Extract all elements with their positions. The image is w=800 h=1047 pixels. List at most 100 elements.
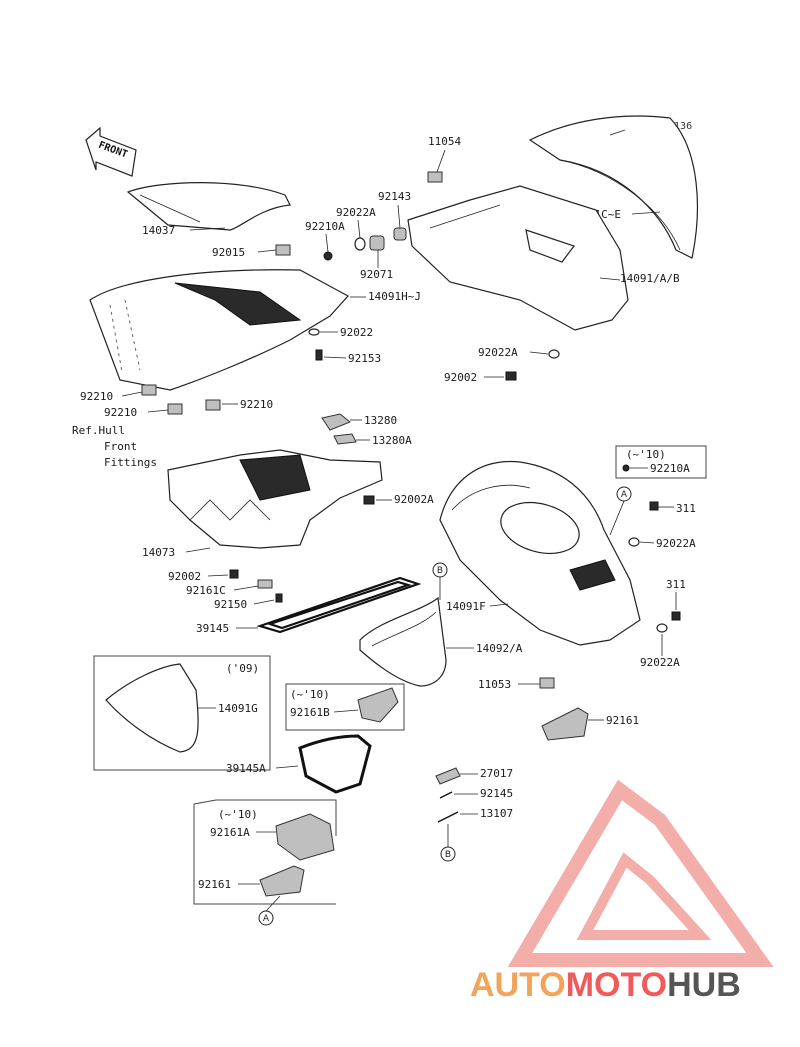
part-92161-low — [259, 865, 305, 897]
part-13280 — [321, 413, 351, 431]
label-92210-a: 92210 — [80, 390, 113, 403]
label-11054: 11054 — [428, 135, 461, 148]
logo-triangle-shape — [507, 779, 774, 967]
bolt-92150 — [275, 593, 283, 603]
label-13280: 13280 — [364, 414, 397, 427]
watermark-text: AUTOMOTOHUB — [470, 966, 741, 1004]
label-92002-low: 92002 — [168, 570, 201, 583]
label-92210-c: 92210 — [240, 398, 273, 411]
washer-92022A-top — [354, 237, 366, 251]
cover-14092A — [359, 596, 447, 687]
label-92002-mid: 92002 — [444, 371, 477, 384]
bolt-311-b — [671, 611, 681, 621]
logo-inner-shape — [576, 852, 712, 940]
cover-14091G — [105, 663, 199, 753]
part-92161 — [541, 707, 589, 741]
note-box-92161B — [285, 683, 405, 731]
label-39145: 39145 — [196, 622, 229, 635]
label-14091A-B: 14091/A/B — [620, 272, 680, 285]
clip-92210-b — [167, 403, 183, 415]
label-13280A: 13280A — [372, 434, 412, 447]
note-box-14091G — [93, 655, 271, 771]
callout-B-top-label: B — [437, 566, 443, 576]
label-92022A-top: 92022A — [336, 206, 376, 219]
bolt-92002-mid — [505, 371, 517, 381]
clip-11054 — [427, 171, 443, 183]
callout-A-right-label: A — [621, 490, 628, 500]
label-92161C: 92161C — [186, 584, 226, 597]
part-92145 — [439, 791, 453, 799]
spacer-92071 — [369, 235, 385, 251]
label-14037: 14037 — [142, 224, 175, 237]
label-311-a: 311 — [676, 502, 696, 515]
label-27017: 27017 — [480, 767, 513, 780]
label-92002A: 92002A — [394, 493, 434, 506]
label-92145: 92145 — [480, 787, 513, 800]
part-27017 — [435, 767, 461, 785]
label-92022A-mid: 92022A — [478, 346, 518, 359]
part-13107 — [437, 811, 459, 823]
part-92161C — [257, 579, 273, 589]
label-39145A: 39145A — [226, 762, 266, 775]
ref-note-line-2: Front — [104, 440, 137, 453]
clip-92210-a — [141, 384, 157, 396]
label-11053: 11053 — [478, 678, 511, 691]
watermark-hub: HUB — [667, 966, 741, 1004]
label-92161-low: 92161 — [198, 878, 231, 891]
label-92210-b: 92210 — [104, 406, 137, 419]
side-cover-14091C-E — [528, 115, 698, 259]
bolt-92153 — [315, 349, 323, 361]
label-92071: 92071 — [360, 268, 393, 281]
watermark-moto: MOTO — [566, 966, 667, 1004]
label-14092A: 14092/A — [476, 642, 523, 655]
side-cover-14091A-B — [407, 185, 629, 331]
part-92161B — [357, 687, 399, 723]
label-92022A-r2: 92022A — [640, 656, 680, 669]
washer-92022A-mid — [548, 349, 560, 359]
deck-cover-14091H-J — [89, 269, 349, 391]
label-92161: 92161 — [606, 714, 639, 727]
part-13280A — [333, 433, 357, 445]
label-92210A-box: 92210A — [650, 462, 690, 475]
bolt-92002A — [363, 495, 375, 505]
note-box-92161A — [193, 799, 337, 905]
year-note-upto10-a: (~'10) — [626, 448, 666, 461]
gasket-39145A — [298, 734, 372, 794]
callout-A-bottom-label: A — [263, 914, 270, 924]
front-arrow-icon: FRONT — [85, 126, 137, 177]
label-92022: 92022 — [340, 326, 373, 339]
ref-note-line-1: Ref.Hull — [72, 424, 125, 437]
label-92210A-top: 92210A — [305, 220, 345, 233]
year-note-upto10-b: (~'10) — [290, 688, 330, 701]
clip-92015 — [275, 244, 291, 256]
label-92022A-r1: 92022A — [656, 537, 696, 550]
callout-B-bottom-label: B — [445, 850, 451, 860]
label-14091H-J: 14091H~J — [368, 290, 421, 303]
year-note-upto10-c: (~'10) — [218, 808, 258, 821]
nut-92210A-top — [323, 251, 333, 261]
label-92161B: 92161B — [290, 706, 330, 719]
label-14091F: 14091F — [446, 600, 486, 613]
part-92161A — [275, 813, 335, 861]
label-14073: 14073 — [142, 546, 175, 559]
watermark-auto: AUTO — [470, 966, 566, 1004]
clip-92210-c — [205, 399, 221, 411]
automotohub-logo — [507, 779, 774, 967]
cover-14037 — [126, 182, 291, 231]
label-92143: 92143 — [378, 190, 411, 203]
note-box-92210A — [615, 445, 707, 479]
nut-92210A-box — [622, 464, 630, 472]
label-92015: 92015 — [212, 246, 245, 259]
label-13107: 13107 — [480, 807, 513, 820]
ref-note-line-3: Fittings — [104, 456, 157, 469]
storage-tray-14073 — [167, 449, 383, 549]
label-92161A: 92161A — [210, 826, 250, 839]
label-92150: 92150 — [214, 598, 247, 611]
washer-92022A-r2 — [656, 623, 668, 633]
clip-11053 — [539, 677, 555, 689]
washer-92022A-r1 — [628, 537, 640, 547]
grommet-92143 — [393, 227, 407, 241]
bolt-311-a — [649, 501, 659, 511]
